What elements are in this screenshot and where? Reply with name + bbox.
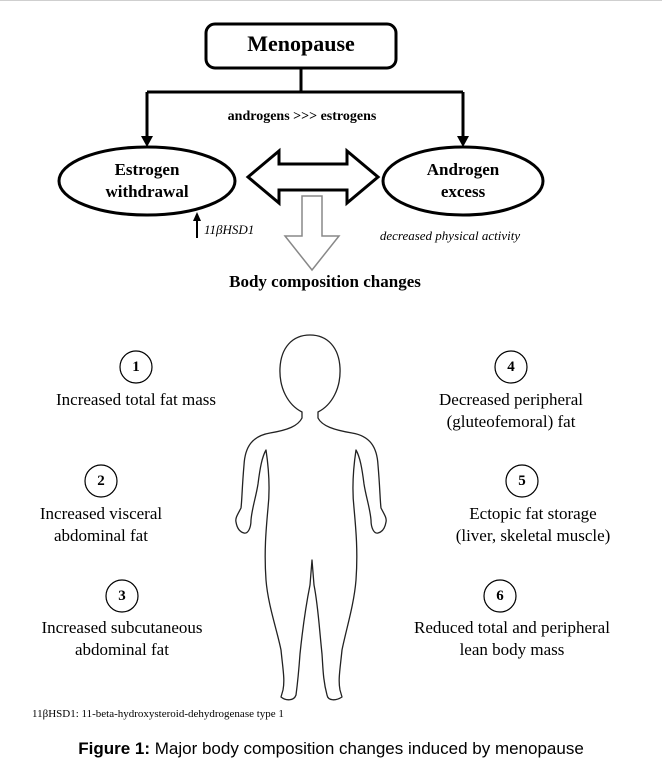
bidirectional-arrow <box>245 147 381 207</box>
change-number-6: 6 <box>496 588 504 604</box>
change-5-text: Ectopic fat storage (liver, skeletal mus… <box>428 503 638 547</box>
change-number-5: 5 <box>518 473 526 489</box>
up-arrow-head <box>193 212 201 221</box>
change-1-line1: Increased total fat mass <box>55 390 216 409</box>
estrogen-withdrawal-ellipse <box>57 145 237 217</box>
change-number-2: 2 <box>97 473 105 489</box>
change-2-line2: abdominal fat <box>54 526 148 545</box>
menopause-title: Menopause <box>247 31 355 56</box>
change-6-text: Reduced total and peripheral lean body m… <box>390 617 634 661</box>
androgen-excess-ellipse <box>381 145 545 217</box>
caption-text: Major body composition changes induced b… <box>150 739 584 758</box>
human-body-outline <box>235 334 387 701</box>
androgen-line1: Androgen <box>426 160 500 179</box>
caption-label: Figure 1: <box>78 739 151 758</box>
change-number-1: 1 <box>132 359 140 375</box>
change-4-text: Decreased peripheral (gluteofemoral) fat <box>412 389 610 433</box>
change-6-line1: Reduced total and peripheral <box>414 618 610 637</box>
androgen-line2: excess <box>440 182 486 201</box>
footnote: 11βHSD1: 11-beta-hydroxysteroid-dehydrog… <box>32 708 284 720</box>
estrogen-withdrawal-label: Estrogen withdrawal <box>72 159 222 203</box>
change-4-line1: Decreased peripheral <box>439 390 583 409</box>
change-3-text: Increased subcutaneous abdominal fat <box>22 617 222 661</box>
number-circle-4 <box>494 350 528 384</box>
change-2-text: Increased visceral abdominal fat <box>16 503 186 547</box>
right-arrowhead <box>457 136 469 147</box>
ratio-label: androgens >>> estrogens <box>227 109 377 124</box>
change-4-line2: (gluteofemoral) fat <box>446 412 576 431</box>
down-arrow <box>283 195 341 272</box>
change-number-4: 4 <box>507 359 515 375</box>
change-5-line2: (liver, skeletal muscle) <box>455 526 611 545</box>
number-circle-6 <box>483 579 517 613</box>
change-3-line2: abdominal fat <box>75 640 169 659</box>
androgen-excess-label: Androgen excess <box>393 159 533 203</box>
change-number-3: 3 <box>118 588 126 604</box>
change-3-line1: Increased subcutaneous <box>41 618 203 637</box>
estrogen-line2: withdrawal <box>105 182 189 201</box>
left-arrowhead <box>141 136 153 147</box>
figure-caption: Figure 1: Major body composition changes… <box>0 739 662 759</box>
top-border-line <box>0 0 662 1</box>
change-2-line1: Increased visceral <box>39 504 163 523</box>
change-6-line2: lean body mass <box>459 640 565 659</box>
physical-activity-label: decreased physical activity <box>379 228 521 243</box>
change-5-line1: Ectopic fat storage <box>469 504 597 523</box>
number-circle-1 <box>119 350 153 384</box>
enzyme-label: 11βHSD1 <box>204 222 255 237</box>
body-composition-heading: Body composition changes <box>229 272 421 291</box>
number-circle-5 <box>505 464 539 498</box>
estrogen-line1: Estrogen <box>114 160 180 179</box>
change-1-text: Increased total fat mass <box>26 389 246 411</box>
number-circle-2 <box>84 464 118 498</box>
number-circle-3 <box>105 579 139 613</box>
